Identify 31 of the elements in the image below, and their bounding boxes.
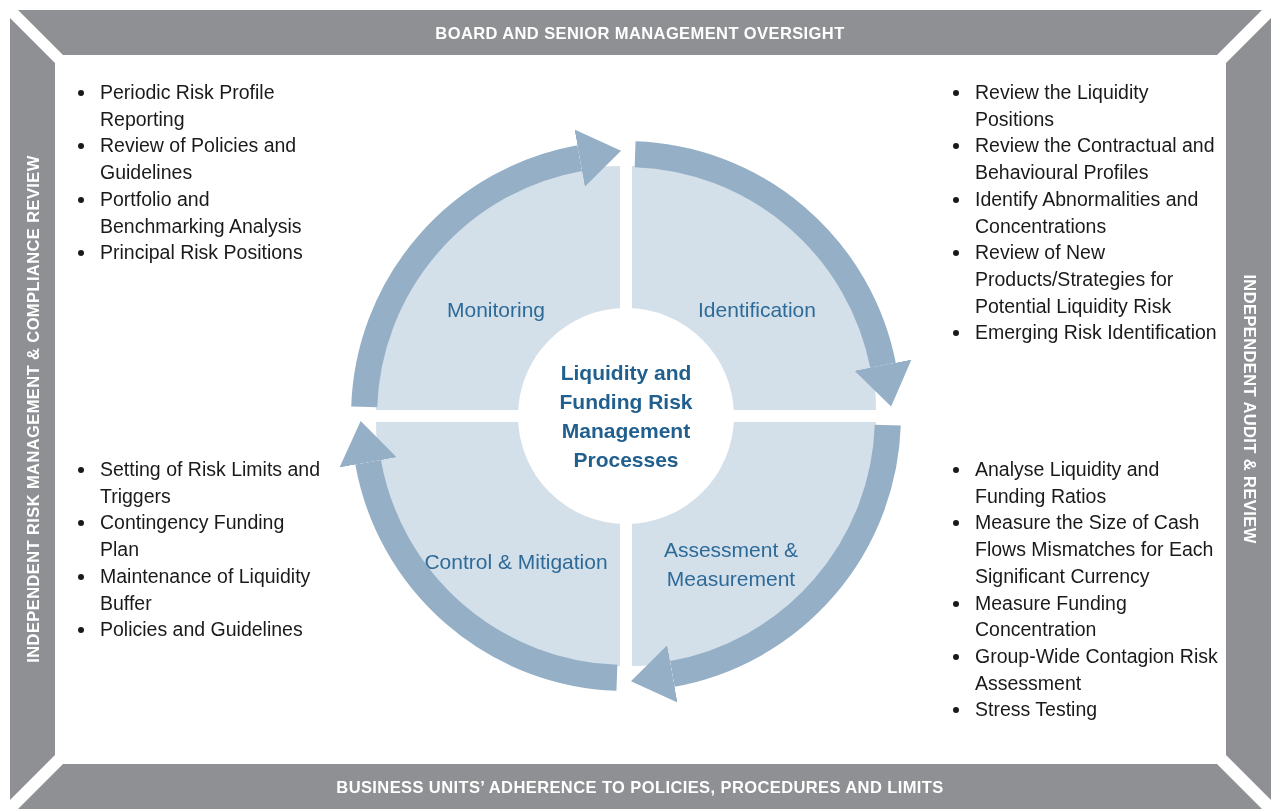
quadrant-label: Control & Mitigation <box>423 548 609 575</box>
band-title: INDEPENDENT AUDIT & REVIEW <box>1239 274 1258 544</box>
cycle-arrow <box>339 421 619 691</box>
bullet-text: Contingency Funding Plan <box>100 511 285 561</box>
bullet-text: Review of New Products/Strategies for Potential Liquidity Risk <box>975 241 1174 317</box>
cycle-arrow <box>633 141 912 406</box>
cycle-arrow <box>631 423 901 703</box>
bullet-text: Portfolio and Benchmarking Analysis <box>100 187 302 237</box>
bullet-text: Review the Liquidity Positions <box>975 81 1149 130</box>
bullet-text: Group-Wide Contagion Risk Assessment <box>975 644 1218 694</box>
bullet-text: Review of Policies and Guidelines <box>100 134 297 184</box>
center-title: Liquidity and Funding Risk Management Processes <box>558 360 694 473</box>
quadrant-label: Assessment & Measurement <box>662 537 800 592</box>
band-title: BUSINESS UNITS’ ADHERENCE TO POLICIES, PROCEDURES AND LIMITS <box>336 777 944 796</box>
band-title: INDEPENDENT RISK MANAGEMENT & COMPLIANCE REVIEW <box>23 155 42 663</box>
bullet-text: Review the Contractual and Behavioural Profiles <box>975 134 1215 184</box>
bullet-text: Periodic Risk Profile Reporting <box>100 81 275 130</box>
band-title: BOARD AND SENIOR MANAGEMENT OVERSIGHT <box>435 23 845 42</box>
bullet-text: Measure the Size of Cash Flows Mismatches for Each Significant Currency <box>975 511 1214 587</box>
bullet-text: Identify Abnormalities and Concentrations <box>975 187 1199 237</box>
bullet-text: Maintenance of Liquidity Buffer <box>100 564 311 614</box>
quadrant-label: Identification <box>697 296 817 323</box>
bullet-text: Setting of Risk Limits and Triggers <box>100 458 320 507</box>
bullet-text: Principal Risk Positions <box>100 241 303 264</box>
bullet-text: Analyse Liquidity and Funding Ratios <box>975 458 1160 507</box>
bullet-text: Policies and Guidelines <box>100 618 303 641</box>
cycle-arrow <box>351 129 621 409</box>
bullet-text: Emerging Risk Identification <box>975 321 1217 344</box>
quadrant-label: Monitoring <box>445 296 547 323</box>
bullet-text: Stress Testing <box>975 698 1098 721</box>
bullet-text: Measure Funding Concentration <box>975 591 1127 641</box>
